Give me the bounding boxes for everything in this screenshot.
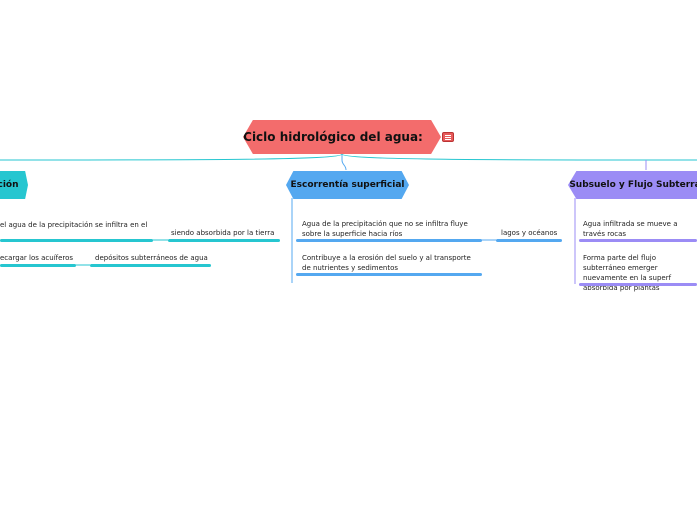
topic-infiltra[interactable]: el agua de la precipitación se infiltra …	[0, 221, 148, 229]
topic-underline	[168, 239, 280, 242]
topic-lagos-oceanos[interactable]: lagos y océanos	[501, 229, 558, 237]
topic-underline	[579, 239, 697, 242]
topic-underline	[296, 239, 482, 242]
topic-absorbida[interactable]: siendo absorbida por la tierra	[171, 229, 275, 237]
topic-underline	[579, 283, 697, 286]
branch-label: ción	[0, 180, 19, 190]
topic-underline	[496, 239, 562, 242]
branch-label: Escorrentía superficial	[290, 180, 405, 190]
branch-infiltracion[interactable]: ción	[0, 171, 28, 199]
topic-underline	[0, 264, 76, 267]
topic-agua-precipitacion[interactable]: Agua de la precipitación que no se infil…	[302, 220, 468, 238]
topic-depositos[interactable]: depósitos subterráneos de agua	[95, 254, 208, 262]
topic-underline	[0, 239, 153, 242]
central-topic-label: Ciclo hidrológico del agua:	[243, 130, 423, 144]
topic-underline	[90, 264, 211, 267]
note-icon[interactable]	[442, 132, 454, 142]
branch-subsuelo-flujo[interactable]: Subsuelo y Flujo Subterrá	[568, 171, 697, 199]
topic-agua-infiltrada[interactable]: Agua infiltrada se mueve a través rocas	[583, 220, 678, 238]
branch-label: Subsuelo y Flujo Subterrá	[569, 180, 697, 190]
topic-erosion[interactable]: Contribuye a la erosión del suelo y al t…	[302, 254, 471, 272]
topic-flujo-subterraneo[interactable]: Forma parte del flujo subterráneo emerge…	[583, 254, 672, 292]
central-topic[interactable]: Ciclo hidrológico del agua:	[243, 120, 441, 154]
topic-underline	[296, 273, 482, 276]
branch-escorrentia-superficial[interactable]: Escorrentía superficial	[286, 171, 409, 199]
topic-acuiferos[interactable]: ecargar los acuíferos	[0, 254, 74, 262]
